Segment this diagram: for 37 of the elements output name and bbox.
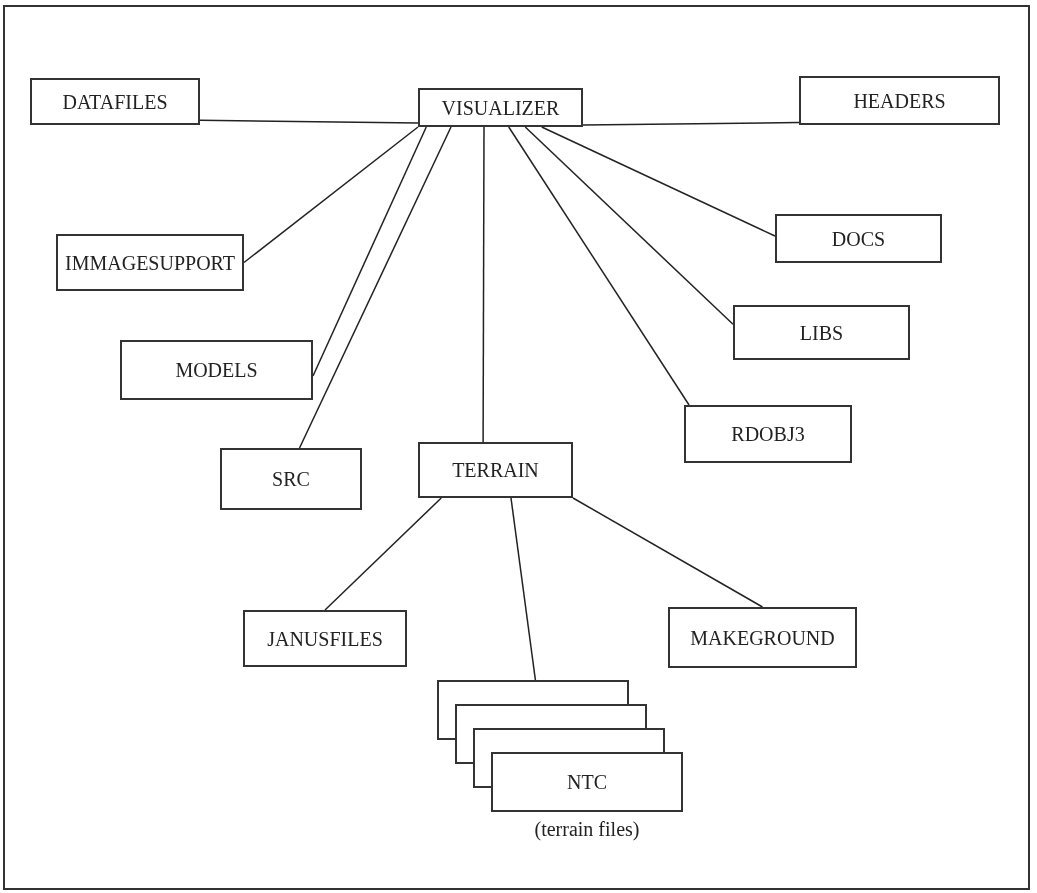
connector-line	[298, 126, 452, 449]
connector-line	[508, 126, 690, 406]
connector-line	[324, 497, 442, 611]
connector-line	[510, 497, 537, 681]
folder-label: IMMAGESUPPORT	[65, 250, 235, 276]
connector-line	[582, 121, 800, 126]
connector-line	[572, 497, 764, 608]
folder-box	[120, 340, 313, 400]
folder-label: DOCS	[831, 226, 886, 252]
folder-box	[56, 234, 244, 291]
folder-label: DATAFILES	[62, 89, 168, 115]
caption-text: (terrain files)	[534, 817, 640, 843]
connector-line	[524, 126, 734, 325]
connector-line	[541, 126, 776, 237]
folder-label: NTC	[567, 770, 607, 795]
connector-line	[243, 126, 419, 264]
folder-label: TERRAIN	[452, 458, 539, 483]
folder-box	[799, 76, 1000, 125]
folder-label: SRC	[272, 467, 310, 492]
folder-label: HEADERS	[853, 88, 946, 114]
folder-box	[684, 405, 852, 463]
folder-label: MODELS	[175, 358, 258, 383]
folder-box	[668, 607, 857, 668]
folder-label: JANUSFILES	[267, 626, 383, 652]
folder-label: MAKEGROUND	[690, 625, 835, 651]
folder-box	[733, 305, 910, 360]
folder-label: RDOBJ3	[731, 422, 805, 447]
folder-box	[775, 214, 942, 263]
folder-box	[220, 448, 362, 510]
folder-box	[30, 78, 200, 125]
folder-box	[243, 610, 407, 667]
connector-line	[199, 119, 419, 124]
folder-box	[418, 88, 583, 127]
folder-box	[418, 442, 573, 498]
folder-label: LIBS	[799, 320, 844, 346]
folder-label: VISUALIZER	[441, 95, 560, 121]
connector-line	[482, 126, 485, 443]
